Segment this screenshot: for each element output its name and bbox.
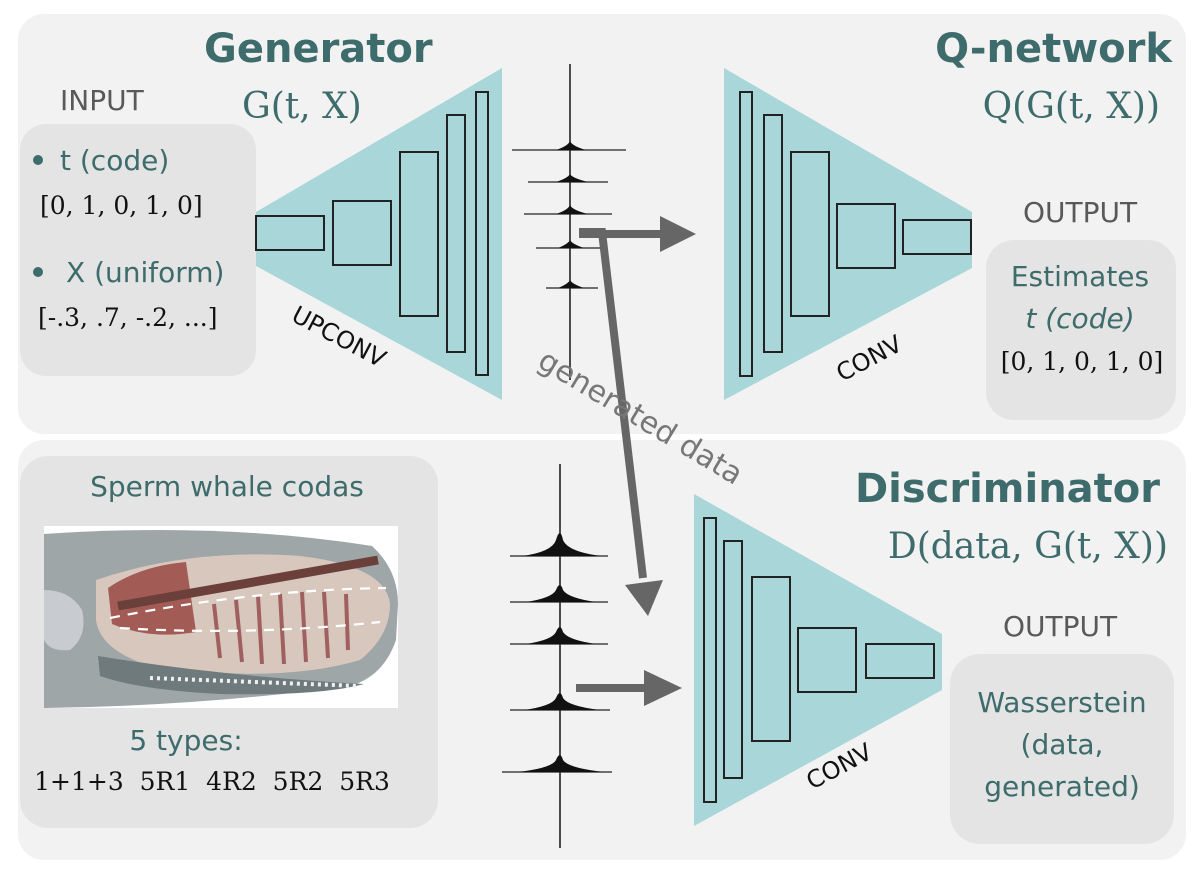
input-heading: INPUT <box>60 84 145 117</box>
discriminator-output-heading: OUTPUT <box>1003 610 1118 643</box>
discriminator-output-line1: Wasserstein <box>977 686 1146 719</box>
q-network-formula: Q(G(t, X)) <box>983 86 1160 127</box>
generator-title: Generator <box>204 26 433 72</box>
codas-types-label: 5 types: <box>129 724 242 757</box>
discriminator-layer-5 <box>865 643 935 679</box>
input-code-value: [0, 1, 0, 1, 0] <box>40 191 203 220</box>
generator-layer-5 <box>475 91 489 376</box>
generated-signal-spikes <box>512 141 626 289</box>
discriminator-output-line3: generated) <box>984 770 1140 803</box>
q-network-layer-5 <box>902 219 972 255</box>
discriminator-layer-3 <box>751 576 791 742</box>
q-network-layer-2 <box>763 114 783 353</box>
q-network-output-line1: Estimates <box>1011 260 1149 293</box>
discriminator-output-line2: (data, <box>1021 728 1104 761</box>
q-network-output-box <box>986 240 1176 420</box>
q-network-shape <box>724 68 972 400</box>
q-network-layer-3 <box>790 151 830 317</box>
q-network-layer-4 <box>836 203 896 269</box>
q-network-output-line2: t (code) <box>1025 302 1134 335</box>
q-network-output-value: [0, 1, 0, 1, 0] <box>1001 347 1164 376</box>
arrow-down-icon <box>625 580 663 616</box>
discriminator-title: Discriminator <box>855 466 1160 512</box>
generator-network-shape <box>256 68 502 400</box>
input-noise-value: [-.3, .7, -.2, ...] <box>38 303 217 332</box>
codas-types: 1+1+3 5R1 4R2 5R2 5R3 <box>34 767 390 796</box>
bullet-dot-icon <box>33 155 43 165</box>
discriminator-output-box <box>950 654 1174 844</box>
input-noise-label: X (uniform) <box>66 256 224 289</box>
q-network-title: Q-network <box>935 26 1173 72</box>
discriminator-layer-2 <box>723 540 743 779</box>
discriminator-layer-1 <box>703 517 717 803</box>
real-data-signal-spikes <box>502 533 612 773</box>
generator-layer-1 <box>255 215 325 251</box>
generator-layer-4 <box>446 114 466 353</box>
top-panel <box>18 14 1186 434</box>
input-box <box>20 124 256 376</box>
q-network-layer-1 <box>739 91 753 377</box>
discriminator-formula: D(data, G(t, X)) <box>888 526 1168 567</box>
bullet-dot-icon <box>33 267 43 277</box>
input-code-label: t (code) <box>60 144 169 177</box>
generator-layer-2 <box>332 200 392 266</box>
generator-layer-3 <box>399 151 439 317</box>
codas-heading: Sperm whale codas <box>90 470 364 503</box>
arrow-right-icon <box>660 216 696 252</box>
discriminator-layer-4 <box>797 627 857 693</box>
arrow-right-icon <box>644 670 682 706</box>
generated-data-arrow-shaft <box>579 228 647 579</box>
generator-formula: G(t, X) <box>242 86 362 127</box>
sperm-whale-anatomy-icon <box>44 526 398 708</box>
q-network-output-heading: OUTPUT <box>1023 196 1138 229</box>
